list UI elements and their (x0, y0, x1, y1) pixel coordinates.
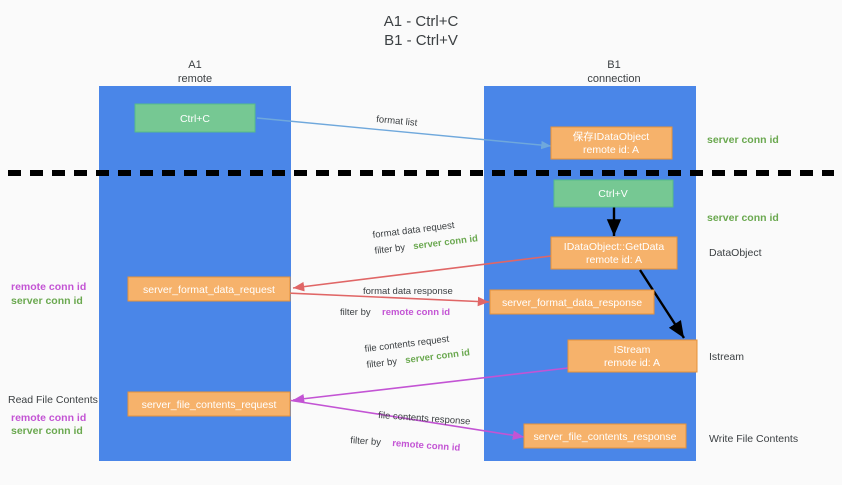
box-istream-line1: IStream (614, 344, 651, 356)
arrow-format-data-request (292, 255, 552, 292)
label-format-data-request-filter-prefix: filter by (374, 242, 406, 257)
box-server-format-data-response-label: server_format_data_response (502, 297, 642, 309)
left-label-server-conn-id-1: server conn id (11, 295, 83, 307)
label-file-contents-request-filter-prefix: filter by (366, 356, 398, 371)
lane-header-b1-sub: connection (587, 73, 640, 85)
arrow-file-contents-request (292, 367, 569, 404)
box-server-file-contents-response-label: server_file_contents_response (533, 431, 676, 443)
left-label-read-file-contents: Read File Contents (8, 394, 98, 406)
label-format-data-response-filter-prefix: filter by (340, 307, 371, 318)
right-label-istream: Istream (709, 351, 744, 363)
left-label-server-conn-id-2: server conn id (11, 425, 83, 437)
label-format-data-response: format data response (363, 286, 453, 297)
lane-header-b1-name: B1 (607, 59, 620, 71)
label-format-data-response-filter-value: remote conn id (382, 307, 450, 318)
right-label-server-conn-id-2: server conn id (707, 212, 779, 224)
right-label-server-conn-id-1: server conn id (707, 134, 779, 146)
box-server-file-contents-request-label: server_file_contents_request (142, 399, 277, 411)
box-ctrl-v-label: Ctrl+V (598, 188, 627, 200)
lane-header-a1-sub: remote (178, 73, 212, 85)
box-getdata-line1: IDataObject::GetData (564, 241, 665, 253)
box-getdata[interactable]: IDataObject::GetData remote id: A (550, 236, 678, 270)
box-istream[interactable]: IStream remote id: A (567, 339, 698, 373)
box-server-file-contents-response[interactable]: server_file_contents_response (523, 423, 687, 449)
box-save-idataobject[interactable]: 保存IDataObject remote id: A (550, 126, 673, 160)
diagram-title-line2: B1 - Ctrl+V (384, 32, 458, 49)
box-server-format-data-response[interactable]: server_format_data_response (489, 289, 655, 315)
box-save-idataobject-line2: remote id: A (583, 144, 639, 156)
left-label-remote-conn-id-2: remote conn id (11, 412, 86, 424)
arrow-file-contents-response (287, 399, 525, 441)
box-save-idataobject-line1: 保存IDataObject (573, 130, 650, 143)
label-file-contents-response-filter-prefix: filter by (350, 435, 382, 448)
right-label-dataobject: DataObject (709, 247, 762, 259)
left-label-remote-conn-id-1: remote conn id (11, 281, 86, 293)
box-istream-line2: remote id: A (604, 357, 660, 369)
diagram-title-line1: A1 - Ctrl+C (384, 13, 459, 30)
box-server-file-contents-request[interactable]: server_file_contents_request (127, 391, 291, 417)
arrow-format-list (256, 117, 552, 150)
box-ctrl-c-label: Ctrl+C (180, 113, 210, 125)
box-ctrl-v[interactable]: Ctrl+V (553, 179, 674, 208)
arrow-getdata-to-istream (638, 269, 686, 339)
label-format-list: format list (376, 114, 418, 129)
box-server-format-data-request-label: server_format_data_request (143, 284, 275, 296)
box-server-format-data-request[interactable]: server_format_data_request (127, 276, 291, 302)
label-file-contents-response-filter-value: remote conn id (392, 438, 461, 454)
box-ctrl-c[interactable]: Ctrl+C (134, 103, 256, 133)
right-label-write-file-contents: Write File Contents (709, 433, 798, 445)
lane-header-a1-name: A1 (188, 59, 201, 71)
box-getdata-line2: remote id: A (586, 254, 642, 266)
